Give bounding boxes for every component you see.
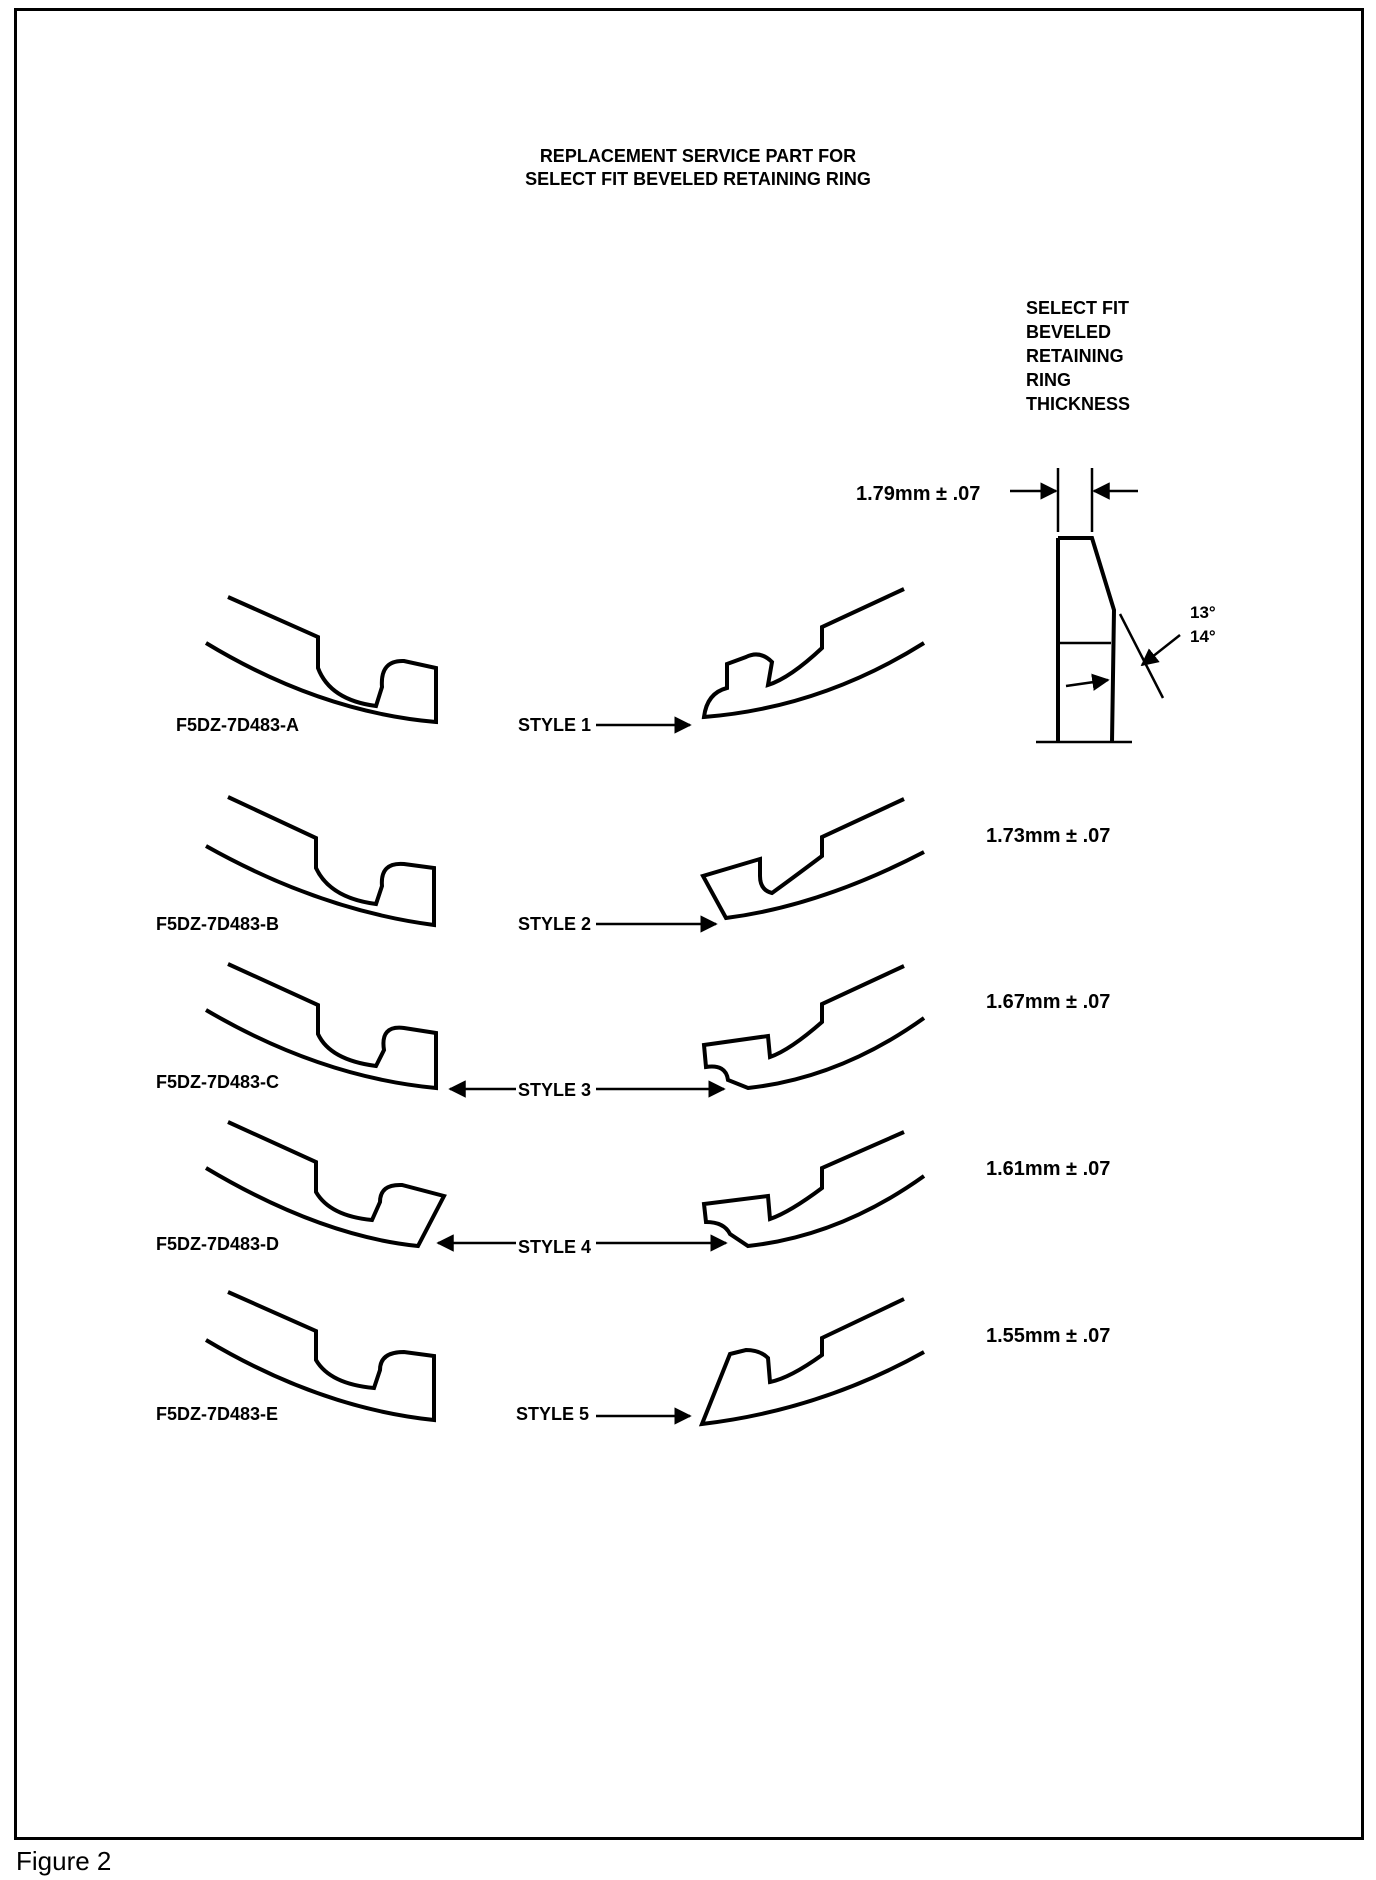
right-ring-profile-5: [698, 1297, 925, 1427]
thickness-header-line-3: RETAINING: [1026, 346, 1124, 366]
left-ring-profile-5: [204, 1290, 436, 1423]
thickness-label-2: 1.73mm ± .07: [986, 825, 1110, 847]
angle-label-14: 14°: [1190, 627, 1216, 646]
row-2: 1.73mm ± .07 F5DZ-7D483-B STYLE 2: [156, 795, 1110, 934]
thickness-label-3: 1.67mm ± .07: [986, 991, 1110, 1013]
angle-label-13: 13°: [1190, 603, 1216, 622]
left-ring-profile-4: [204, 1120, 447, 1249]
style-label-3: STYLE 3: [518, 1080, 591, 1100]
thickness-label-1: 1.79mm ± .07: [856, 483, 980, 505]
figure-frame: [14, 8, 1364, 1840]
thickness-header-line-2: BEVELED: [1026, 322, 1111, 342]
style-label-5: STYLE 5: [516, 1404, 589, 1424]
figure-caption: Figure 2: [16, 1846, 112, 1876]
row-3: 1.67mm ± .07 F5DZ-7D483-C STYLE 3: [156, 962, 1110, 1100]
ring-cross-section: [1056, 536, 1117, 743]
right-ring-profile-1: [701, 587, 926, 720]
left-ring-profile-3: [204, 962, 438, 1091]
part-number-5: F5DZ-7D483-E: [156, 1404, 278, 1424]
bevel-arrow-inner: [1065, 673, 1110, 691]
title-line-2: SELECT FIT BEVELED RETAINING RING: [525, 169, 871, 189]
left-ring-profile-2: [205, 795, 436, 928]
part-number-1: F5DZ-7D483-A: [176, 715, 299, 735]
thickness-label-4: 1.61mm ± .07: [986, 1158, 1110, 1180]
part-number-2: F5DZ-7D483-B: [156, 914, 279, 934]
thickness-label-5: 1.55mm ± .07: [986, 1325, 1110, 1347]
row-5: 1.55mm ± .07 F5DZ-7D483-E STYLE 5: [156, 1290, 1110, 1427]
right-ring-profile-3: [701, 964, 926, 1091]
thickness-header-line-1: SELECT FIT: [1026, 298, 1129, 318]
bevel-angle-line: [1118, 613, 1165, 699]
row-4: 1.61mm ± .07 F5DZ-7D483-D STYLE 4: [156, 1120, 1110, 1257]
title-line-1: REPLACEMENT SERVICE PART FOR: [540, 146, 856, 166]
style-label-2: STYLE 2: [518, 914, 591, 934]
style-label-4: STYLE 4: [518, 1237, 591, 1257]
left-ring-profile-1: [204, 595, 438, 725]
right-ring-profile-4: [701, 1130, 926, 1249]
part-number-3: F5DZ-7D483-C: [156, 1072, 279, 1092]
thickness-header-line-4: RING: [1026, 370, 1071, 390]
thickness-header-line-5: THICKNESS: [1026, 394, 1130, 414]
right-ring-profile-2: [700, 797, 925, 921]
bevel-arrow-outer: [1140, 634, 1181, 667]
part-number-4: F5DZ-7D483-D: [156, 1234, 279, 1254]
row-1: F5DZ-7D483-A STYLE 1: [176, 587, 926, 735]
style-label-1: STYLE 1: [518, 715, 591, 735]
